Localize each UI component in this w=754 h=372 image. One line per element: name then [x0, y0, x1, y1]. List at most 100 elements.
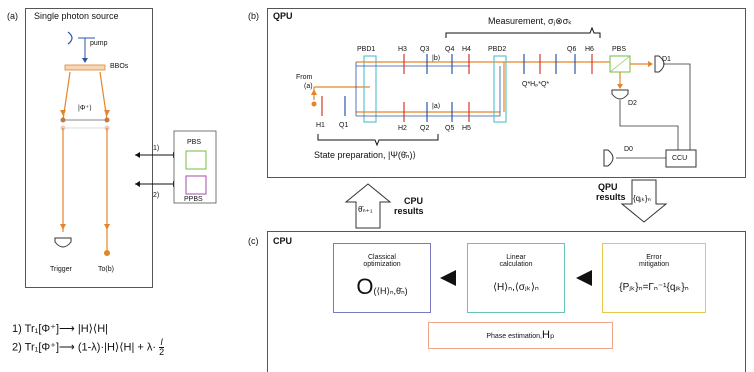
box1-args: (⟨H⟩ₙ,θ̄ₙ) [373, 286, 408, 296]
trigger-detector-icon [54, 237, 72, 248]
from-a-label: (a) [304, 83, 313, 90]
theta-label: θ̄ₙ₊₁ [358, 205, 373, 214]
flow-arrow-right-icon [576, 270, 592, 286]
classical-optimization-box: Classical optimization O(⟨H⟩ₙ,θ̄ₙ) [333, 243, 431, 313]
pbd2-label: PBD2 [488, 46, 507, 53]
h4-label: H4 [462, 46, 471, 53]
measurement-brace [445, 26, 601, 38]
d0-detector-icon [603, 149, 614, 167]
d2-detector-icon [611, 89, 629, 100]
phase-estimation-box: Phase estimation,Hₚ [428, 322, 613, 349]
box3-content: {Pⱼₖ}ₙ=Γₙ⁻¹{qⱼₖ}ₙ [619, 282, 689, 293]
d2-wire [619, 100, 679, 150]
h5-label: H5 [462, 125, 471, 132]
box1-title1: Classical [367, 254, 396, 261]
box2-content: ⟨H⟩ₙ,⟨σⱼₖ⟩ₙ [493, 282, 539, 293]
phase-label: Phase estimation, [486, 333, 542, 340]
single-photon-source-title: Single photon source [34, 11, 119, 21]
arrow-2-label: 2) [153, 192, 160, 199]
qpu-to-cpu-arrow [620, 179, 668, 223]
equation-2-row: 2) Tr₁[Φ⁺]⟶ (1-λ)·|H⟩⟨H| + λ· I 2 [12, 337, 165, 357]
cpu-results-line2: results [394, 206, 424, 216]
error-mitigation-box: Error mitigation {Pⱼₖ}ₙ=Γₙ⁻¹{qⱼₖ}ₙ [602, 243, 706, 313]
bbos-label: BBOs [110, 63, 129, 70]
state-prep-label: State preparation, |Ψ(θ̄ₙ)⟩ [314, 150, 417, 160]
flow-arrow-left-icon [440, 270, 456, 286]
qhq-label: Q*Hₚ*Q* [522, 81, 550, 88]
state-label: |Φ⁺⟩ [78, 105, 92, 112]
photon-left [60, 117, 66, 123]
pbd2 [493, 55, 507, 123]
qjk-label: {qⱼₖ}ₙ [633, 194, 651, 203]
qpu-results-line2: results [596, 192, 626, 202]
ppbs-label: PPBS [184, 196, 203, 203]
single-photon-source-frame [25, 8, 153, 288]
to-b-label: To(b) [98, 266, 114, 273]
box2-title2: calculation [499, 261, 533, 268]
equation-1: 1) Tr₁[Φ⁺]⟶ |H⟩⟨H| [12, 323, 109, 335]
q6-label: Q6 [567, 46, 577, 53]
state-prep-brace [317, 134, 439, 147]
beam-arrow-left-icon [60, 110, 66, 116]
beam-arrow-right-icon [104, 110, 110, 116]
pump-label: pump [90, 40, 108, 47]
box3-title2: mitigation [639, 261, 669, 268]
pbs-diagonal [609, 55, 631, 73]
box1-formula: O(⟨H⟩ₙ,θ̄ₙ) [334, 274, 430, 300]
ccu-label: CCU [672, 155, 688, 162]
box1-O: O [356, 274, 374, 299]
arrow-1-label: 1) [153, 145, 160, 152]
h3-label: H3 [398, 46, 407, 53]
from-label: From [296, 74, 313, 81]
linear-calculation-box: Linear calculation ⟨H⟩ₙ,⟨σⱼₖ⟩ₙ [467, 243, 565, 313]
h1-label: H1 [316, 122, 325, 129]
input-photon [311, 101, 317, 107]
q4-label: Q4 [445, 46, 455, 53]
panel-b-label: (b) [248, 11, 259, 21]
q2-label: Q2 [420, 125, 430, 132]
pbd1-label: PBD1 [357, 46, 376, 53]
d0-label: D0 [624, 146, 633, 153]
d1-detector-icon [654, 55, 665, 73]
h6-label: H6 [585, 46, 594, 53]
trigger-arrow-icon [60, 224, 66, 230]
cpu-results-line1: CPU [404, 196, 424, 206]
ccu-box [665, 149, 697, 168]
d1-label: D1 [662, 56, 671, 63]
q3-label: Q3 [420, 46, 430, 53]
panel-a-label: (a) [7, 11, 18, 21]
cpu-to-qpu-arrow [344, 183, 392, 229]
box1-title2: optimization [363, 261, 401, 268]
fraction-numerator: I [159, 337, 165, 348]
measurement-label: Measurement, σⱼ⊗σₖ [488, 16, 573, 26]
ket-b-label: |b⟩ [432, 55, 441, 62]
q5-label: Q5 [445, 125, 455, 132]
cpu-title: CPU [273, 236, 293, 246]
q1-label: Q1 [339, 122, 349, 129]
cpu-results-label: CPU results [394, 196, 424, 216]
pump-arrow-icon [82, 58, 88, 63]
panel-c-label: (c) [248, 236, 259, 246]
input-arrow-icon [311, 89, 317, 95]
phase-H: Hₚ [542, 329, 555, 341]
qpu-title: QPU [273, 11, 293, 21]
equation-2: 2) Tr₁[Φ⁺]⟶ (1-λ)·|H⟩⟨H| + λ· [12, 341, 156, 354]
box3-title1: Error [646, 254, 662, 261]
qpu-results-label: QPU results [596, 182, 626, 202]
pbd1 [363, 55, 377, 123]
qpu-results-line1: QPU [598, 182, 618, 192]
d2-label: D2 [628, 100, 637, 107]
pbs-label-a: PBS [187, 139, 202, 146]
photon-right [104, 117, 110, 123]
to-b-dot [104, 250, 110, 256]
ppbs-purple-square [185, 175, 207, 195]
equation-2-fraction: I 2 [159, 337, 165, 357]
bbo-crystal [64, 64, 106, 71]
pump-mirror-icon [67, 31, 73, 45]
pbs-b-label: PBS [612, 46, 627, 53]
ket-a-label: |a⟩ [432, 103, 441, 110]
